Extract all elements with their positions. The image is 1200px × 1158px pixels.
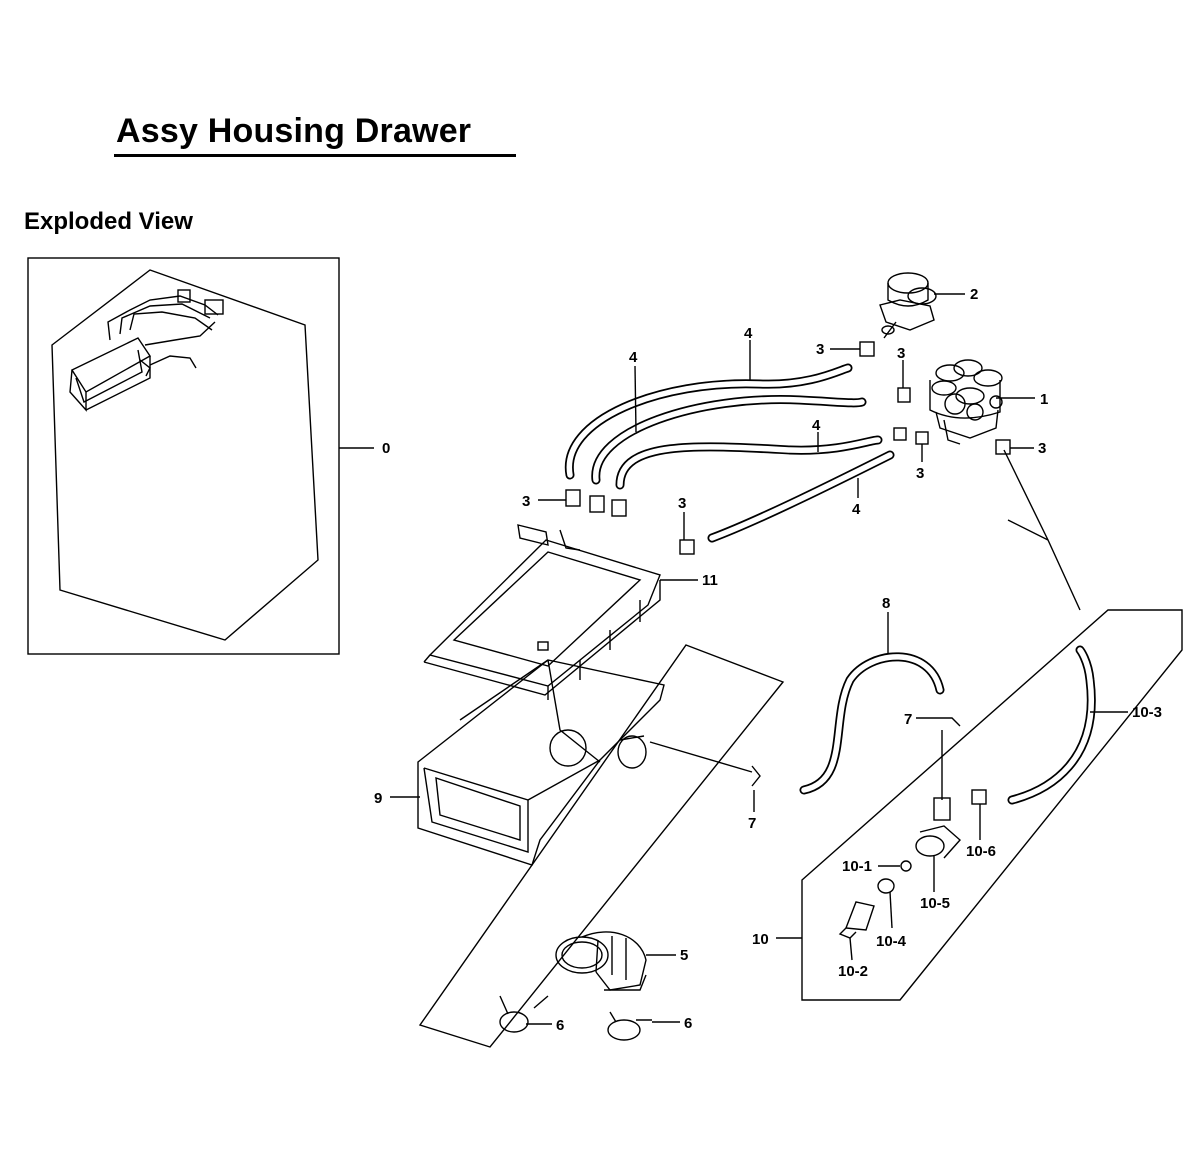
callout-7b: 7 [904, 711, 912, 728]
water-valve-quad [929, 359, 1003, 445]
break-line [1007, 519, 1081, 611]
drain-assembly [838, 645, 1096, 939]
callout-3d: 3 [916, 465, 924, 482]
callout-10-6: 10-6 [966, 843, 996, 860]
callout-2: 2 [970, 286, 978, 303]
bellows [555, 931, 647, 991]
drawer-housing [417, 659, 665, 866]
callout-3a: 3 [816, 341, 824, 358]
section-subtitle: Exploded View [24, 208, 193, 235]
drawer-cover [423, 524, 661, 700]
callout-4c: 4 [812, 417, 821, 434]
callout-6a: 6 [556, 1017, 564, 1034]
inlet-hoses [564, 363, 895, 543]
callout-10: 10 [752, 931, 769, 948]
assembly-overview-box [27, 257, 340, 655]
page-title: Assy Housing Drawer [116, 112, 472, 150]
bellows-panel-outline [418, 644, 785, 1048]
callout-11: 11 [702, 572, 718, 589]
leader-4b [634, 365, 637, 433]
leader-10-2 [849, 937, 853, 961]
callout-9: 9 [374, 790, 382, 807]
callout-1: 1 [1040, 391, 1048, 408]
leader-10-4 [889, 891, 893, 929]
callout-4a: 4 [744, 325, 753, 342]
callout-3e: 3 [522, 493, 530, 510]
callout-5: 5 [680, 947, 688, 964]
callout-8: 8 [882, 595, 890, 612]
callout-0: 0 [382, 440, 390, 457]
hose-clips [751, 717, 961, 787]
drain-hose [649, 652, 945, 795]
callout-3b: 3 [897, 345, 905, 362]
title-underline [114, 154, 516, 157]
drain-assembly-panel-outline [801, 609, 1183, 1001]
callout-10-4: 10-4 [876, 933, 907, 950]
callout-4d: 4 [852, 501, 861, 518]
callout-10-5: 10-5 [920, 895, 950, 912]
water-valve-single [879, 272, 937, 339]
callout-10-3: 10-3 [1132, 704, 1162, 721]
callout-10-2: 10-2 [838, 963, 868, 980]
callout-7a: 7 [748, 815, 756, 832]
bellows-clamps [499, 995, 652, 1041]
callout-4b: 4 [629, 349, 638, 366]
callout-6b: 6 [684, 1015, 692, 1032]
callout-3c: 3 [1038, 440, 1046, 457]
callout-3f: 3 [678, 495, 686, 512]
callout-10-1: 10-1 [842, 858, 872, 875]
